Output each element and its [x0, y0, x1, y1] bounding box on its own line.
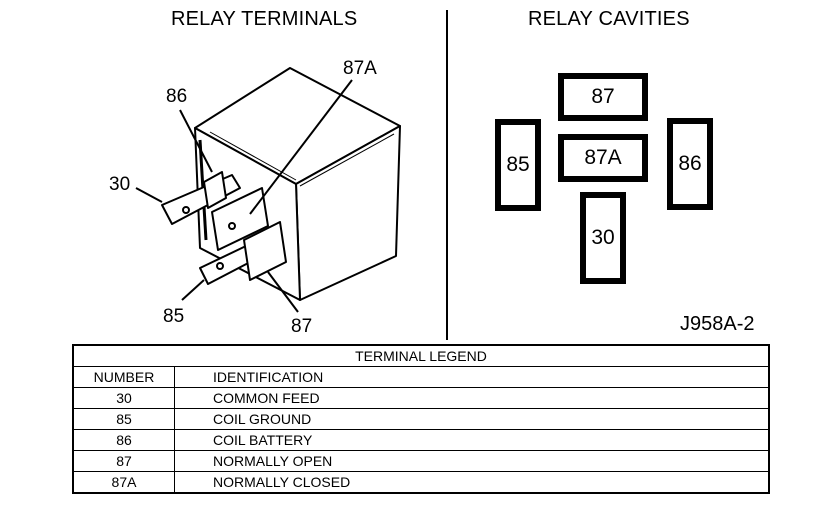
leader-87 — [267, 271, 299, 313]
cavity-87-label: 87 — [591, 85, 615, 108]
leader-85 — [181, 279, 205, 301]
row-identification: COMMON FEED — [174, 387, 770, 409]
terminal-87a-blade — [211, 187, 269, 251]
row-identification: COIL GROUND — [174, 408, 770, 430]
row-identification: NORMALLY OPEN — [174, 450, 770, 472]
figure-id: J958A-2 — [680, 313, 755, 335]
leader-87a — [249, 79, 353, 215]
label-87: 87 — [291, 316, 313, 337]
table-row: 30 COMMON FEED — [72, 387, 770, 409]
row-number: 87A — [72, 471, 175, 494]
legend-title: TERMINAL LEGEND — [72, 344, 770, 367]
row-number: 87 — [72, 450, 175, 472]
table-row: 85 COIL GROUND — [72, 408, 770, 430]
relay-terminals-title: RELAY TERMINALS — [171, 8, 358, 30]
cavity-30: 30 — [580, 192, 626, 284]
legend-title-row: TERMINAL LEGEND — [72, 344, 770, 367]
cavity-87a: 87A — [558, 134, 648, 182]
leader-86 — [179, 109, 213, 173]
header-number: NUMBER — [72, 366, 175, 388]
terminal-86-blade — [203, 171, 227, 209]
row-number: 85 — [72, 408, 175, 430]
row-number: 30 — [72, 387, 175, 409]
cavity-85-label: 85 — [506, 153, 530, 176]
terminal-87-blade — [243, 221, 287, 281]
table-row: 87A NORMALLY CLOSED — [72, 471, 770, 494]
leader-30 — [135, 187, 163, 203]
cavity-30-label: 30 — [591, 226, 615, 249]
cavity-87a-label: 87A — [584, 146, 622, 169]
table-row: 87 NORMALLY OPEN — [72, 450, 770, 472]
label-87a: 87A — [343, 58, 377, 79]
row-identification: NORMALLY CLOSED — [174, 471, 770, 494]
terminal-legend-table: TERMINAL LEGEND NUMBER IDENTIFICATION 30… — [72, 344, 770, 494]
vertical-divider — [446, 10, 448, 340]
cavity-86: 86 — [667, 118, 713, 210]
label-30: 30 — [109, 174, 131, 195]
relay-cavities-title: RELAY CAVITIES — [528, 8, 690, 30]
cavity-85: 85 — [495, 119, 541, 211]
header-identification: IDENTIFICATION — [174, 366, 770, 388]
label-86: 86 — [166, 86, 188, 107]
legend-header-row: NUMBER IDENTIFICATION — [72, 366, 770, 388]
table-row: 86 COIL BATTERY — [72, 429, 770, 451]
label-85: 85 — [163, 306, 185, 327]
cavity-87: 87 — [558, 73, 648, 121]
row-number: 86 — [72, 429, 175, 451]
cavity-86-label: 86 — [678, 152, 702, 175]
row-identification: COIL BATTERY — [174, 429, 770, 451]
